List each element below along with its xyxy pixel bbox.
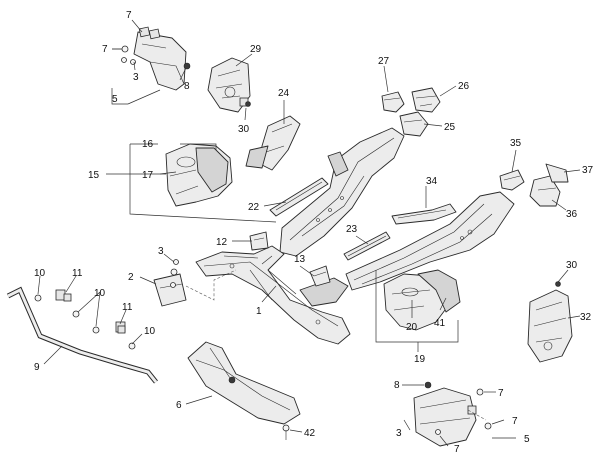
wheel-arch-part-16-17 xyxy=(165,143,233,207)
rail-part-34 xyxy=(391,203,457,225)
callout-2: 2 xyxy=(128,272,134,283)
callout-11: 11 xyxy=(122,302,133,313)
bracket-part-5-top xyxy=(112,26,191,91)
callout-29: 29 xyxy=(250,44,262,55)
callout-7: 7 xyxy=(498,388,504,399)
front-crossmember xyxy=(195,245,351,345)
bracket-part-25 xyxy=(399,111,429,137)
callout-8: 8 xyxy=(394,380,400,391)
callout-3: 3 xyxy=(396,428,402,439)
clip-icon xyxy=(117,325,126,334)
rail-part-22 xyxy=(269,177,329,217)
callout-6: 6 xyxy=(176,400,182,411)
bracket-part-35 xyxy=(499,169,525,191)
callout-25: 25 xyxy=(444,122,456,133)
callout-41: 41 xyxy=(434,318,446,329)
leader-lines xyxy=(37,19,581,447)
bracket-part-27 xyxy=(381,91,405,113)
callout-9: 9 xyxy=(34,362,40,373)
callout-8: 8 xyxy=(184,81,190,92)
callout-13: 13 xyxy=(294,254,306,265)
callout-1: 1 xyxy=(256,306,262,317)
callout-7: 7 xyxy=(126,10,132,21)
screw-icon xyxy=(173,259,179,265)
bracket-part-2 xyxy=(153,268,187,307)
callout-37: 37 xyxy=(582,165,594,176)
callout-30: 30 xyxy=(566,260,578,271)
callout-22: 22 xyxy=(248,202,260,213)
bracket-part-5-bottom xyxy=(413,381,492,447)
rear-wheel-arch-part-20-41 xyxy=(383,269,461,331)
callout-7: 7 xyxy=(512,416,518,427)
crossmember-part-6 xyxy=(187,341,301,440)
callout-10: 10 xyxy=(144,326,156,337)
callout-10: 10 xyxy=(94,288,106,299)
callout-10: 10 xyxy=(34,268,46,279)
panel-part-32 xyxy=(527,281,573,363)
callout-34: 34 xyxy=(426,176,438,187)
bracket-part-13 xyxy=(309,265,331,287)
callout-3: 3 xyxy=(133,72,139,83)
callout-12: 12 xyxy=(216,237,228,248)
callout-36: 36 xyxy=(566,209,578,220)
callout-27: 27 xyxy=(378,56,390,67)
callout-42: 42 xyxy=(304,428,316,439)
callout-16: 16 xyxy=(142,139,154,150)
nut-icon xyxy=(245,101,251,107)
clip-icon xyxy=(63,293,72,302)
callout-19: 19 xyxy=(414,354,426,365)
callout-11: 11 xyxy=(72,268,83,279)
callout-20: 20 xyxy=(406,322,418,333)
bracket-part-36-37 xyxy=(529,163,569,207)
callout-23: 23 xyxy=(346,224,358,235)
callout-24: 24 xyxy=(278,88,290,99)
bracket-part-24 xyxy=(245,115,301,171)
bracket-part-26 xyxy=(411,87,441,113)
callout-32: 32 xyxy=(580,312,592,323)
callout-35: 35 xyxy=(510,138,522,149)
callout-26: 26 xyxy=(458,81,470,92)
frame-rail-part-1 xyxy=(279,127,405,257)
callout-17: 17 xyxy=(142,170,154,181)
callout-5: 5 xyxy=(524,434,530,445)
screw-icon xyxy=(121,57,127,63)
rear-frame-rail xyxy=(345,191,515,291)
callout-7: 7 xyxy=(454,444,460,455)
rail-part-23 xyxy=(343,231,391,261)
bracket-part-12 xyxy=(249,231,269,251)
callout-30: 30 xyxy=(238,124,250,135)
stabilizer-bar-part-9 xyxy=(6,286,158,384)
callout-7: 7 xyxy=(102,44,108,55)
callout-labels: 7 7 3 8 5 29 30 24 27 26 25 16 15 17 22 … xyxy=(34,10,594,455)
callout-5: 5 xyxy=(112,94,118,105)
callout-3: 3 xyxy=(158,246,164,257)
panel-part-29 xyxy=(207,57,251,113)
callout-15: 15 xyxy=(88,170,100,181)
